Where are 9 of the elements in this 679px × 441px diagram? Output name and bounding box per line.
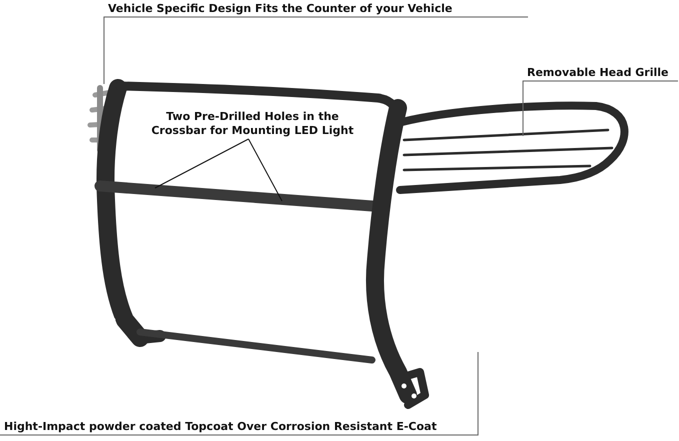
callout-text: Vehicle Specific Design Fits the Counter of your Vehicle bbox=[108, 2, 528, 16]
callout-text: Hight-Impact powder coated Topcoat Over Corrosion Resistant E-Coat bbox=[4, 420, 474, 434]
leader-line bbox=[154, 138, 249, 188]
callout-text: Removable Head Grille bbox=[527, 66, 677, 80]
leader-line bbox=[522, 80, 678, 136]
leader-line bbox=[248, 138, 282, 202]
callout-text: Two Pre-Drilled Holes in the Crossbar for Mounting LED Light bbox=[140, 110, 365, 138]
leader-line bbox=[0, 352, 478, 436]
leader-line bbox=[104, 16, 528, 84]
